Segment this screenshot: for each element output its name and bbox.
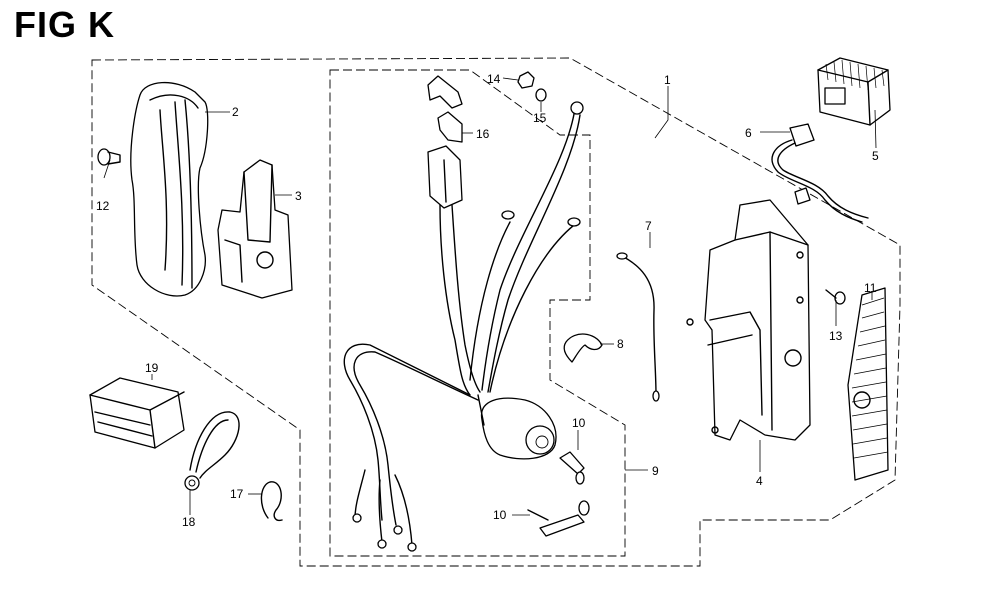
callout-numbers: 1 2 3 4 5 6 7 8 9 10 10 11 12 13 14 15 1… [96,72,879,529]
callout-8: 8 [617,337,624,351]
part-2-cover[interactable] [130,81,209,297]
callout-17: 17 [230,487,244,501]
callout-1: 1 [664,73,671,87]
part-14-nut[interactable] [517,71,535,89]
callout-6: 6 [745,126,752,140]
callout-18: 18 [182,515,196,529]
callout-13: 13 [829,329,843,343]
assembly-boundary [91,57,901,567]
callout-9: 9 [652,464,659,478]
part-15-washer[interactable] [535,88,547,102]
part-4-control-box[interactable] [686,199,811,441]
part-10-clip-upper[interactable] [559,451,585,485]
callout-10-lower: 10 [493,508,507,522]
part-17-clip[interactable] [260,481,283,522]
part-fuse-holder[interactable] [427,145,463,209]
part-7-ground-wire[interactable] [616,252,660,402]
callout-4: 4 [756,474,763,488]
callout-2: 2 [232,105,239,119]
callout-12: 12 [96,199,110,213]
part-9-wire-harness[interactable] [343,101,584,552]
figure-title: FIG K [14,4,115,45]
part-13-screw[interactable] [825,289,846,305]
leader-lines [103,77,877,516]
part-8-clamp[interactable] [563,333,603,363]
part-11-label[interactable] [847,287,889,481]
part-3-bracket[interactable] [217,159,293,299]
callout-14: 14 [487,72,501,86]
part-16-fuse[interactable] [437,111,463,143]
callout-3: 3 [295,189,302,203]
part-5-regulator[interactable] [817,57,891,126]
part-10-clip-lower[interactable] [527,500,590,537]
part-18-grommet[interactable] [184,411,240,491]
callout-19: 19 [145,361,159,375]
part-fuse-cap[interactable] [427,75,463,109]
harness-group-boundary [329,69,626,557]
callout-15: 15 [533,111,547,125]
callout-7: 7 [645,219,652,233]
callout-11: 11 [864,281,877,295]
part-19-cushion[interactable] [89,377,185,449]
callout-5: 5 [872,149,879,163]
callout-16: 16 [476,127,490,141]
callout-10-upper: 10 [572,416,586,430]
part-12-screw[interactable] [97,148,121,166]
part-6-sub-harness[interactable] [771,123,869,223]
